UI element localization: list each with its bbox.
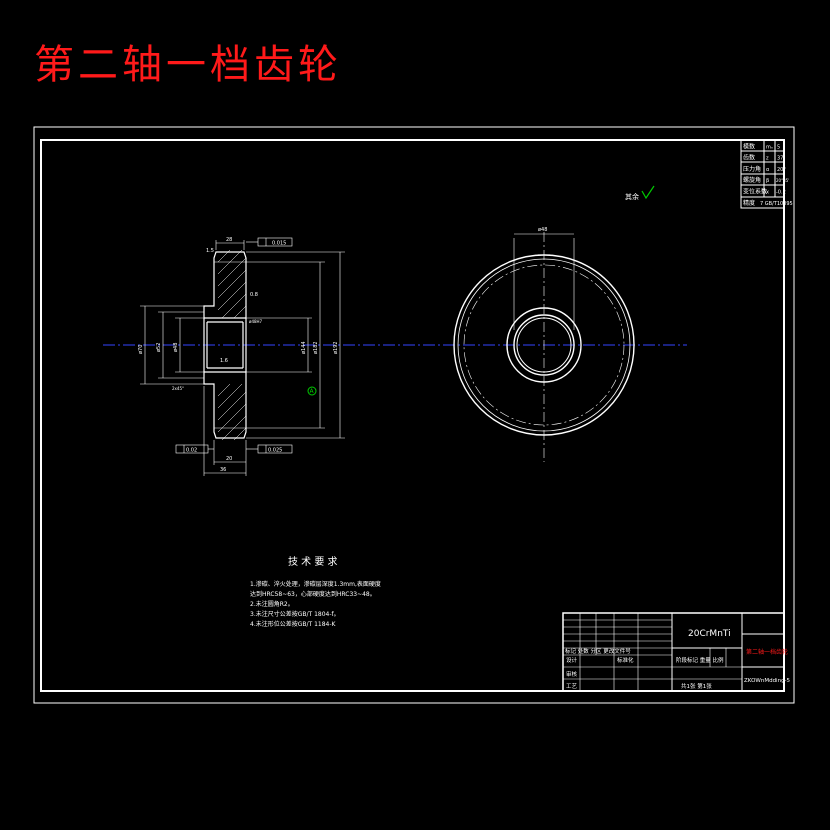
param-value: 5 bbox=[777, 145, 780, 151]
dim-dia-bore: ø48 bbox=[173, 343, 179, 352]
inner-border bbox=[40, 139, 785, 692]
datum-symbol bbox=[307, 386, 317, 396]
gear-front-view bbox=[453, 233, 635, 436]
outer-border bbox=[33, 126, 795, 704]
dim-dia-tip: ø192 bbox=[333, 341, 339, 354]
dim-width-total: 36 bbox=[220, 467, 226, 473]
param-symbol: x bbox=[766, 190, 769, 196]
dim-chamfer-bottom: 2x45° bbox=[172, 386, 184, 391]
dim-dia-pitch: ø182 bbox=[313, 341, 319, 354]
tech-requirements-title: 技 术 要 求 bbox=[288, 555, 338, 568]
param-label: 变位系数 bbox=[743, 188, 767, 196]
param-label: 模数 bbox=[743, 143, 755, 151]
parameter-rows: 模数 mₙ 5 齿数 z 37 压力角 α 20° 螺旋角 β 20°35' 变… bbox=[743, 143, 793, 208]
param-symbol: mₙ bbox=[766, 145, 773, 151]
roughness-note: 其余 bbox=[625, 192, 639, 201]
page-title: 第二轴一档齿轮 bbox=[34, 42, 342, 88]
param-value: 7 GB/T10095 bbox=[760, 201, 793, 207]
sheet-count: 共1张 第1张 bbox=[681, 682, 712, 690]
revision-header: 标记 处数 分区 更改文件号 bbox=[565, 647, 631, 655]
drawing-number: ZKOWnMdding-5 bbox=[744, 678, 791, 684]
param-label: 螺旋角 bbox=[743, 176, 761, 184]
designer-label: 设计 bbox=[566, 656, 578, 664]
param-label: 齿数 bbox=[743, 154, 755, 162]
datum-label: A bbox=[310, 388, 315, 395]
process-label: 工艺 bbox=[566, 683, 578, 690]
tolerance-frames bbox=[175, 237, 293, 454]
title-block bbox=[562, 612, 785, 692]
material-label: 20CrMnTi bbox=[688, 629, 731, 639]
dim-dia-root: ø144 bbox=[301, 341, 307, 354]
dim-runout-top: 0.015 bbox=[272, 241, 286, 247]
tech-requirements: 1.渗碳、淬火处理，渗碳层深度1.3mm,表面硬度 达到HRC58~63，心部硬… bbox=[250, 580, 381, 628]
dim-tooth-rough: 0.8 bbox=[250, 292, 258, 298]
dim-width-hub: 20 bbox=[226, 456, 232, 462]
tech-line: 达到HRC58~63，心部硬度达到HRC33~48。 bbox=[250, 590, 376, 598]
dim-width-top: 28 bbox=[226, 237, 232, 243]
parameter-table bbox=[740, 139, 785, 209]
review-label: 审核 bbox=[566, 670, 578, 678]
dim-front-bore: ø48 bbox=[538, 227, 547, 233]
param-value: 20° bbox=[777, 167, 786, 173]
param-value: 20°35' bbox=[776, 178, 789, 183]
tech-line: 4.未注形位公差按GB/T 1184-K bbox=[250, 620, 337, 628]
dimension-texts: 28 1.5 0.015 0.8 ø48H7 1.6 2x45° ø70 ø52… bbox=[138, 227, 547, 473]
dim-dia-small: ø70 bbox=[138, 345, 144, 354]
part-name-label: 第二轴一档齿轮 bbox=[746, 648, 788, 656]
tech-line: 3.未注尺寸公差按GB/T 1804-f。 bbox=[250, 610, 340, 618]
standard-label: 标准化 bbox=[617, 656, 634, 664]
param-symbol: z bbox=[766, 156, 769, 162]
dimension-lines bbox=[140, 240, 345, 476]
tech-line: 1.渗碳、淬火处理，渗碳层深度1.3mm,表面硬度 bbox=[250, 580, 381, 588]
dim-chamfer: 1.5 bbox=[206, 248, 214, 254]
tech-line: 2.未注圆角R2。 bbox=[250, 600, 294, 608]
param-label: 压力角 bbox=[743, 165, 761, 173]
dim-runout-bl: 0.02 bbox=[186, 448, 197, 454]
dim-runout-br: 0.025 bbox=[268, 448, 282, 454]
param-symbol: α bbox=[766, 167, 770, 173]
param-label: 精度 bbox=[743, 199, 755, 207]
stage-header: 阶段标记 重量 比例 bbox=[676, 656, 724, 664]
param-value: 37 bbox=[777, 156, 783, 162]
param-symbol: β bbox=[766, 178, 769, 184]
dim-hub-left: 1.6 bbox=[220, 358, 228, 364]
title-block-texts: 20CrMnTi 第二轴一档齿轮 ZKOWnMdding-5 共1张 第1张 标… bbox=[565, 629, 791, 690]
dim-dia-hub: ø52 bbox=[156, 343, 162, 352]
roughness-check-icon bbox=[641, 185, 655, 200]
section-hatching bbox=[217, 249, 247, 441]
param-value: -0.2 bbox=[776, 190, 786, 196]
dim-bore-tol: ø48H7 bbox=[249, 319, 263, 324]
